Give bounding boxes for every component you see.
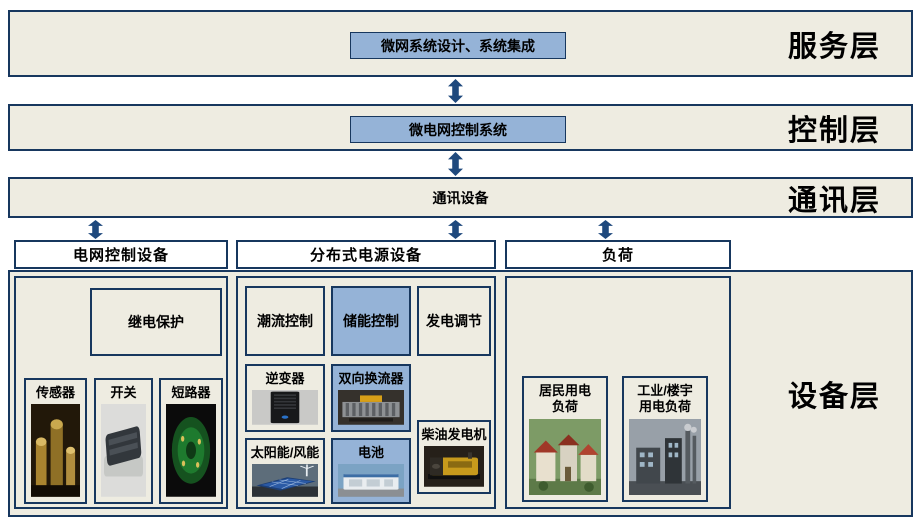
- control-layer-box: 微电网控制系统: [350, 116, 566, 143]
- diesel-generator-label: 柴油发电机: [421, 427, 487, 442]
- residential-load-photo: [529, 418, 601, 495]
- control-layer-band: 微电网控制系统 控制层: [8, 104, 913, 151]
- flow-control-box: 潮流控制: [245, 286, 325, 356]
- service-layer-label: 服务层: [787, 30, 881, 63]
- circuit-breaker-photo: [166, 404, 216, 497]
- circuit-breaker-label: 短路器: [171, 385, 211, 400]
- flow-control-label: 潮流控制: [257, 312, 313, 329]
- load-header: 负荷: [505, 240, 731, 269]
- storage-control-label: 储能控制: [343, 312, 399, 329]
- comm-distributed-double-arrow-icon: [448, 220, 463, 239]
- solar-wind-box: 太阳能/风能: [245, 438, 325, 504]
- comm-layer-label: 通讯层: [787, 184, 881, 217]
- comm-equipment-text: 通讯设备: [432, 189, 489, 206]
- service-layer-band: 微网系统设计、系统集成 服务层: [8, 10, 913, 77]
- generation-regulation-box: 发电调节: [417, 286, 491, 356]
- residential-load-label: 居民用电负荷: [538, 383, 591, 415]
- comm-layer-band: 通讯设备 通讯层: [8, 177, 913, 218]
- inverter-photo: [252, 390, 318, 425]
- distributed-power-panel: 潮流控制 储能控制 发电调节 逆变器: [236, 276, 496, 509]
- solar-wind-photo: [252, 464, 318, 497]
- grid-control-header: 电网控制设备: [14, 240, 228, 269]
- diesel-generator-box: 柴油发电机: [417, 420, 491, 494]
- sensor-label: 传感器: [35, 385, 75, 400]
- inverter-label: 逆变器: [265, 371, 305, 386]
- storage-control-box: 储能控制: [331, 286, 411, 356]
- battery-label: 电池: [357, 445, 384, 460]
- bidirectional-converter-box: 双向换流器: [331, 364, 411, 432]
- circuit-breaker-box: 短路器: [159, 378, 223, 504]
- battery-photo: [338, 464, 404, 497]
- service-control-double-arrow-icon: [448, 79, 463, 103]
- comm-load-double-arrow-icon: [598, 220, 613, 239]
- service-layer-box-label: 微网系统设计、系统集成: [381, 37, 535, 54]
- control-comm-double-arrow-icon: [448, 152, 463, 176]
- distributed-power-header: 分布式电源设备: [236, 240, 496, 269]
- sensor-photo: [31, 404, 80, 497]
- grid-control-panel: 继电保护 传感器 开关: [14, 276, 228, 509]
- inverter-box: 逆变器: [245, 364, 325, 432]
- load-panel: 居民用电负荷 工业/楼宇用电负荷: [505, 276, 731, 509]
- solar-wind-label: 太阳能/风能: [250, 445, 320, 460]
- switch-photo: [101, 404, 146, 497]
- generation-regulation-label: 发电调节: [426, 312, 482, 329]
- relay-protection-label: 继电保护: [128, 313, 184, 330]
- load-header-label: 负荷: [601, 247, 634, 264]
- switch-label: 开关: [110, 385, 137, 400]
- distributed-power-header-label: 分布式电源设备: [309, 247, 422, 264]
- industrial-load-label: 工业/楼宇用电负荷: [637, 383, 693, 415]
- switch-box: 开关: [94, 378, 153, 504]
- relay-protection-box: 继电保护: [90, 288, 222, 356]
- grid-control-header-label: 电网控制设备: [72, 247, 169, 264]
- service-layer-box: 微网系统设计、系统集成: [350, 32, 566, 59]
- sensor-box: 传感器: [24, 378, 87, 504]
- diesel-generator-photo: [424, 446, 484, 487]
- battery-box: 电池: [331, 438, 411, 504]
- bidirectional-converter-label: 双向换流器: [338, 371, 404, 386]
- control-layer-box-label: 微电网控制系统: [409, 121, 507, 138]
- industrial-load-box: 工业/楼宇用电负荷: [622, 376, 708, 502]
- control-layer-label: 控制层: [787, 114, 881, 147]
- bidirectional-converter-photo: [338, 390, 404, 425]
- device-layer-label: 设备层: [787, 380, 881, 413]
- industrial-load-photo: [629, 418, 701, 495]
- residential-load-box: 居民用电负荷: [522, 376, 608, 502]
- comm-grid-double-arrow-icon: [88, 220, 103, 239]
